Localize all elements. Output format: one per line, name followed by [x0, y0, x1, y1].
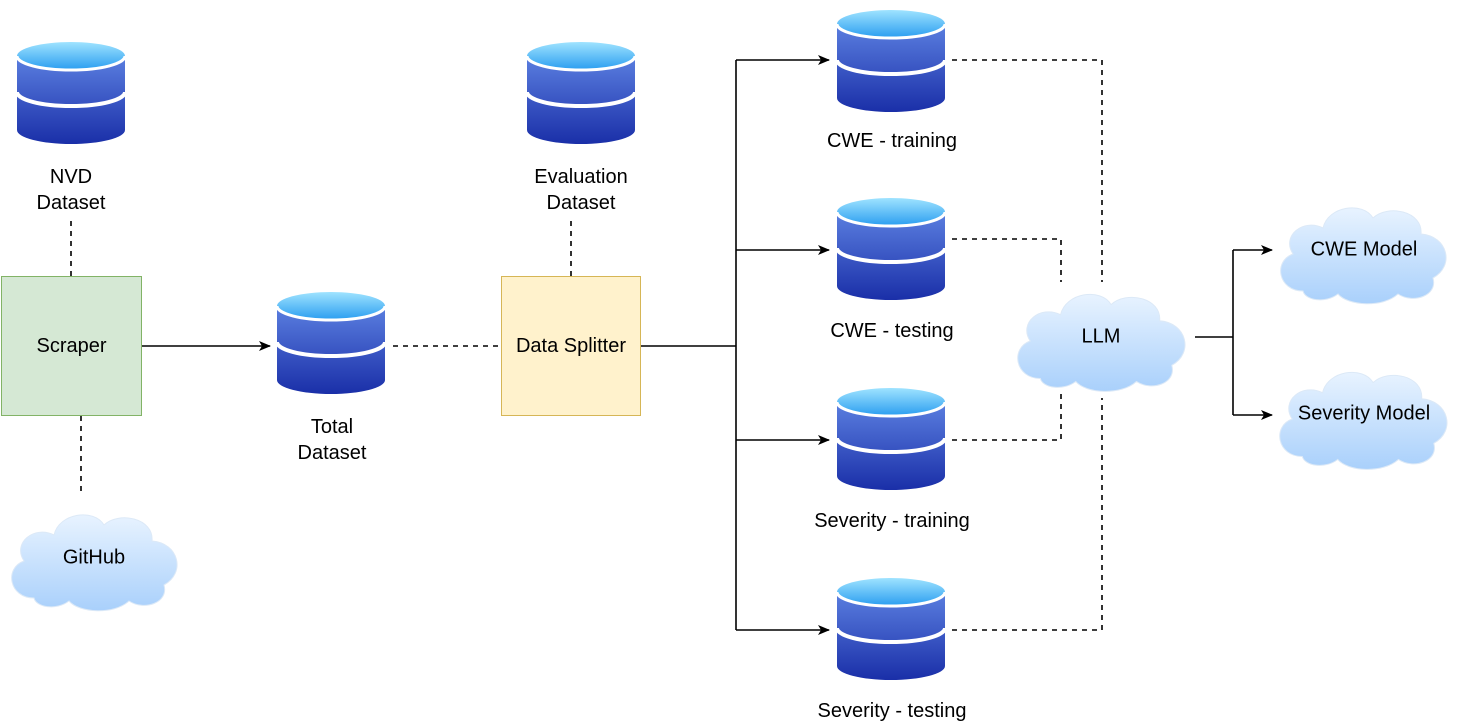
evaluation-dataset-db-icon — [525, 40, 637, 146]
severity-training-label: Severity - training — [814, 510, 970, 532]
total-dataset-db-icon — [275, 290, 387, 396]
evaluation-dataset-label: Evaluation Dataset — [534, 166, 628, 214]
data-splitter-box: Data Splitter — [501, 276, 641, 416]
severity-model-label: Severity Model — [1297, 402, 1431, 425]
total-dataset-label: Total Dataset — [297, 416, 367, 464]
nvd-dataset-db-icon — [15, 40, 127, 146]
data-splitter-label: Data Splitter — [515, 334, 627, 357]
dashed-connectors — [70, 59, 1103, 631]
cwe-testing-label: CWE - testing — [830, 320, 954, 342]
scraper-box: Scraper — [1, 276, 142, 416]
solid-arrows — [142, 55, 1273, 635]
cwe-training-db-icon — [835, 8, 947, 114]
github-label: GitHub — [62, 546, 126, 569]
cwe-model-label: CWE Model — [1310, 238, 1418, 261]
cwe-training-label: CWE - training — [826, 130, 958, 152]
severity-testing-label: Severity - testing — [817, 700, 967, 722]
llm-label: LLM — [1081, 325, 1121, 348]
cwe-testing-db-icon — [835, 196, 947, 302]
scraper-label: Scraper — [36, 334, 107, 357]
nvd-dataset-label: NVD Dataset — [36, 166, 106, 214]
severity-testing-db-icon — [835, 576, 947, 682]
severity-training-db-icon — [835, 386, 947, 492]
